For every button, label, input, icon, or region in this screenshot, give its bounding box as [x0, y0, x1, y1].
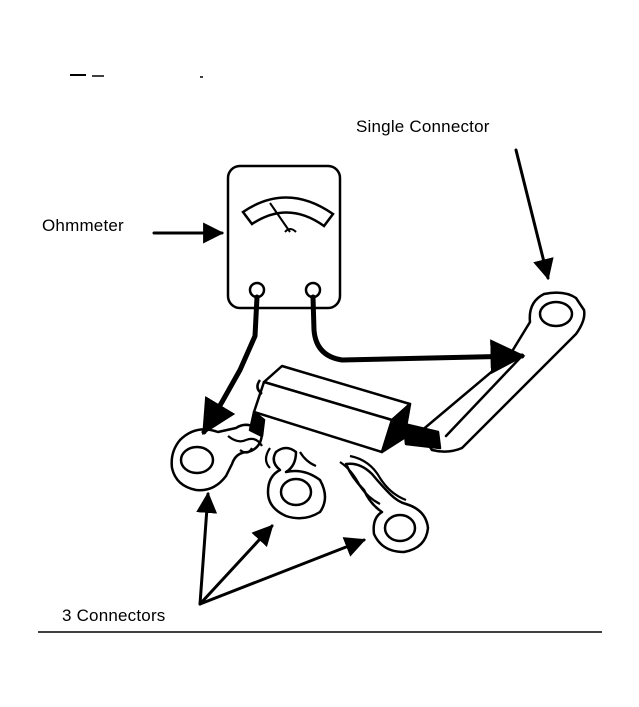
- scan-marks: [70, 74, 203, 78]
- ohmmeter-needle: [269, 202, 291, 233]
- ohmmeter-scale: [241, 196, 335, 228]
- middle-connector-hole: [279, 477, 313, 507]
- test-lead-left: [201, 294, 260, 436]
- diode-trio-end-tab: [402, 422, 442, 450]
- connector-holes: [179, 300, 574, 543]
- three-connectors-callout-arrow-1: [196, 491, 218, 606]
- right-connector-hole: [383, 513, 417, 543]
- three-connectors-callout-arrow-3: [198, 537, 366, 606]
- right-connector-tab: [344, 462, 430, 554]
- test-lead-right: [310, 294, 526, 375]
- test-leads: [201, 294, 526, 438]
- lead-wires: [227, 435, 407, 505]
- three-connectors-callout-arrow-2: [198, 524, 274, 606]
- single-connector-hole: [538, 300, 574, 328]
- diode-trio-side: [380, 402, 412, 454]
- left-connector-hole: [179, 445, 215, 475]
- three-connectors-label: 3 Connectors: [62, 606, 166, 625]
- callout-arrows: [152, 148, 554, 606]
- single-connector-callout-arrow: [514, 148, 554, 281]
- ohmmeter: [226, 164, 342, 310]
- ohmmeter-body: [226, 164, 342, 310]
- ohmmeter-label: Ohmmeter: [42, 216, 124, 235]
- single-connector-label: Single Connector: [356, 117, 490, 136]
- diode-trio: [248, 364, 442, 454]
